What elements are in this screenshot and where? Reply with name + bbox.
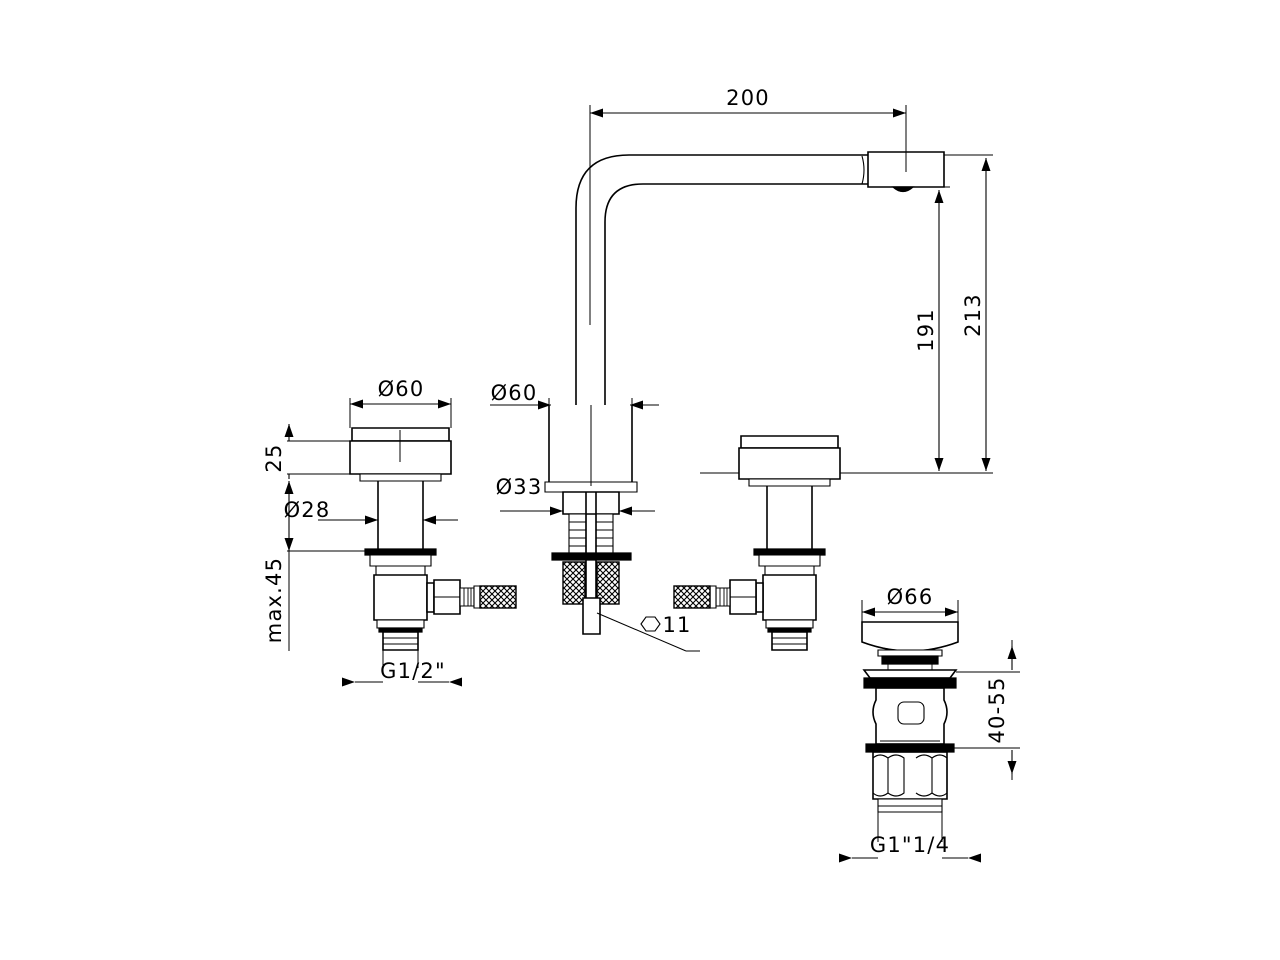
left-valve-base	[376, 619, 425, 629]
right-deck-nut	[758, 554, 821, 567]
right-valve-assembly	[673, 435, 841, 651]
waste-cap-seal	[881, 655, 939, 665]
left-hose-ferrule	[473, 585, 481, 609]
tie-column-right	[595, 513, 614, 554]
dim-left-vertical: 25 max.45	[262, 424, 365, 651]
spout-shank	[562, 491, 620, 515]
left-valve-outlet-neck	[426, 582, 435, 613]
dim-d60-center-label: Ø60	[491, 381, 538, 405]
dim-191-label: 191	[914, 308, 938, 352]
spout-base-assembly	[544, 405, 638, 635]
dim-hex11-leader	[596, 612, 687, 652]
dim-213-label: 213	[961, 293, 985, 337]
left-hose-barb-rings	[463, 588, 472, 606]
dim-200-label: 200	[726, 86, 770, 110]
dim-spout-heights: 191 213	[700, 154, 993, 474]
dim-spout-reach: 200	[589, 86, 907, 160]
tie-column-left-rings	[569, 521, 586, 547]
right-braided-hose	[673, 585, 711, 609]
dim-hex11-label: 11	[662, 613, 691, 637]
left-thread-ext	[382, 650, 419, 668]
left-cap-flange	[359, 473, 442, 482]
spout-head-collar	[861, 155, 865, 185]
right-hose-barb	[715, 587, 731, 607]
dim-waste-thread: G1"1/4	[839, 833, 981, 863]
dim-spout-shank-dia: Ø33	[496, 475, 655, 516]
dim-g12-label: G1/2"	[380, 659, 446, 683]
right-valve-washer	[767, 627, 812, 633]
waste-flange-seal	[863, 677, 957, 689]
right-valve-base	[765, 619, 814, 629]
waste-cap-posts	[887, 664, 933, 670]
waste-body	[872, 687, 948, 745]
right-valve-body	[762, 574, 817, 621]
left-deck-washer	[364, 548, 437, 556]
spout-assembly	[575, 139, 945, 405]
left-hose-barb	[459, 587, 475, 607]
left-valve-washer	[378, 627, 423, 633]
waste-overflow-window	[897, 701, 925, 725]
dim-d33-label: Ø33	[496, 475, 543, 499]
spout-hose-left	[562, 561, 586, 605]
left-inlet-thread	[382, 631, 419, 651]
waste-hex-face-1	[872, 754, 889, 797]
spout-outer-profile	[575, 154, 868, 405]
aerator-detail	[895, 188, 909, 192]
right-thread-rings	[772, 637, 807, 645]
tie-rod-center	[585, 492, 597, 600]
dim-left-stem-dia: Ø28	[284, 498, 458, 525]
waste-thread-ext	[877, 812, 943, 842]
right-valve-outlet-neck	[755, 582, 764, 613]
right-handle-cap-top	[740, 435, 839, 449]
waste-hex-face-2	[887, 754, 905, 797]
waste-cap-collar	[877, 649, 943, 657]
spout-hose-right	[596, 561, 620, 605]
left-valve-body	[373, 574, 428, 621]
waste-hex-face-4	[931, 754, 948, 797]
dim-d28-label: Ø28	[284, 498, 331, 522]
dim-d66-label: Ø66	[887, 585, 934, 609]
spout-base-flange	[544, 481, 638, 493]
dim-d60c-ext	[548, 398, 633, 405]
left-deck-nut2	[375, 565, 426, 576]
waste-lower-washer	[865, 743, 955, 753]
left-valve-assembly	[349, 427, 517, 668]
right-hose-ferrule	[709, 585, 717, 609]
dim-25-label: 25	[262, 443, 286, 472]
dim-spout-base-dia: Ø60	[490, 381, 659, 410]
dim-max45-label: max.45	[262, 557, 286, 643]
dim-4055-label: 40-55	[985, 676, 1009, 743]
dim-left-inlet-thread: G1/2"	[342, 659, 462, 687]
hex-tie-rod	[582, 597, 601, 635]
left-deck-nut	[369, 554, 432, 567]
dim-waste-range: 40-55	[954, 640, 1020, 780]
tie-column-left	[568, 513, 587, 554]
right-inlet-thread	[771, 631, 808, 651]
right-deck-nut2	[764, 565, 815, 576]
hexagon-icon	[640, 616, 661, 632]
spout-deck-washer	[551, 552, 632, 561]
dim-left-cap-dia: Ø60	[349, 377, 452, 428]
right-handle-cap-body	[738, 447, 841, 480]
dim-waste-cap-dia: Ø66	[861, 585, 959, 622]
waste-hex-nut	[872, 751, 948, 800]
waste-assembly	[861, 621, 959, 842]
waste-outlet-thread	[877, 798, 943, 813]
dim-hex-tie-rod: 11	[596, 612, 700, 652]
spout-base-walls	[548, 405, 633, 482]
right-deck-washer	[753, 548, 826, 556]
dim-d60-left-label: Ø60	[378, 377, 425, 401]
tie-column-right-rings	[596, 521, 613, 547]
waste-hex-face-3	[915, 754, 933, 797]
left-braided-hose	[479, 585, 517, 609]
spout-inner-profile	[604, 183, 868, 405]
left-thread-rings	[383, 637, 418, 645]
right-cap-flange	[748, 478, 831, 487]
right-hose-barb-rings	[719, 588, 728, 606]
dim-g114-label: G1"1/4	[870, 833, 950, 857]
waste-flange	[862, 669, 958, 679]
